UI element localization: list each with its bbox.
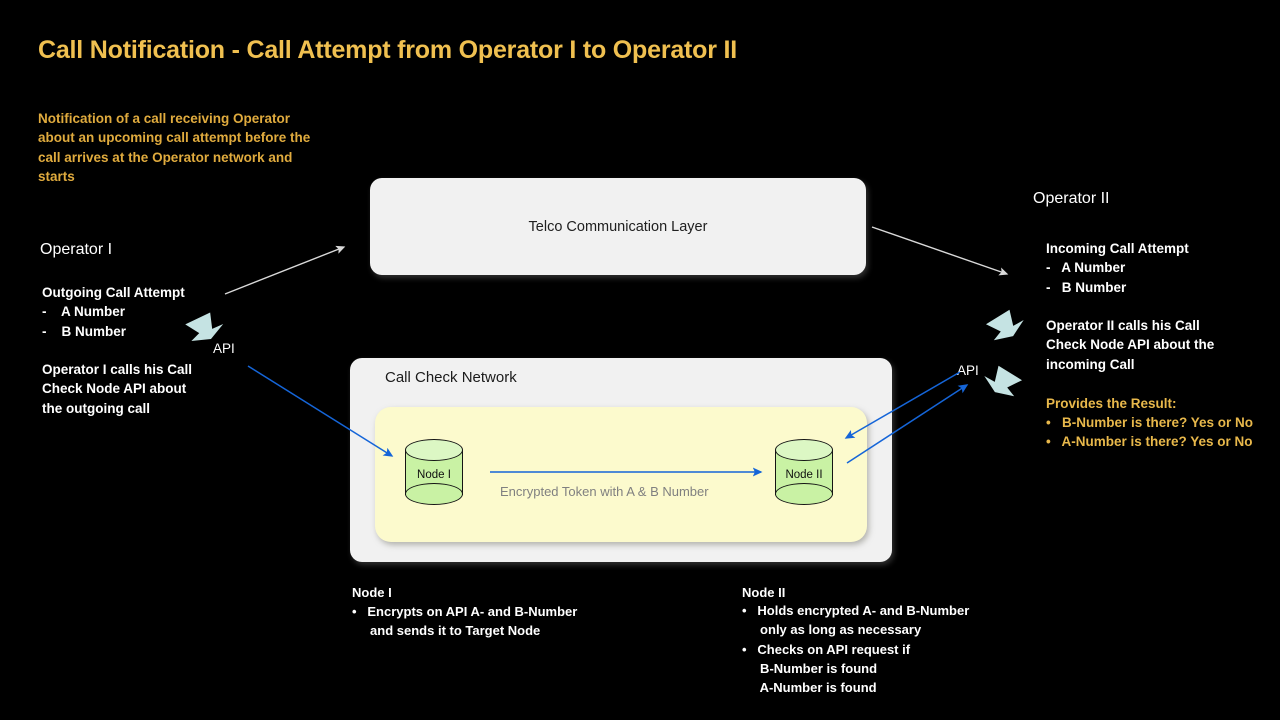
page-title: Call Notification - Call Attempt from Op…: [38, 36, 738, 64]
operator-two-api-description: Operator II calls his Call Check Node AP…: [1046, 318, 1215, 372]
node-two-caption-body: • Holds encrypted A- and B-Number only a…: [742, 603, 970, 696]
telco-communication-layer-box[interactable]: Telco Communication Layer: [370, 178, 866, 275]
telco-layer-label: Telco Communication Layer: [528, 218, 708, 235]
node-one-label: Node I: [417, 469, 451, 481]
encrypted-token-label: Encrypted Token with A & B Number: [500, 484, 709, 499]
chevron-arrow-right-lower: [984, 365, 1023, 397]
arrow-telco-to-operator-two: [871, 226, 1009, 276]
operator-one-api-description: Operator I calls his Call Check Node API…: [42, 362, 193, 416]
provides-result-list: • B-Number is there? Yes or No • A-Numbe…: [1046, 415, 1254, 450]
node-two-caption-title: Node II: [742, 585, 786, 600]
provides-result-heading: Provides the Result:: [1046, 396, 1177, 411]
node-two-label: Node II: [785, 469, 823, 481]
cylinder-top-ellipse: [405, 439, 463, 461]
cylinder-bottom-ellipse: [405, 483, 463, 505]
cylinder-bottom-ellipse: [775, 483, 833, 505]
subtitle-text: Notification of a call receiving Operato…: [38, 111, 311, 184]
node-one-caption-title: Node I: [352, 585, 392, 600]
operator-one-call-attempt: Outgoing Call Attempt - A Number - B Num…: [42, 285, 185, 339]
node-one-cylinder[interactable]: Node I: [405, 439, 465, 507]
operator-one-heading: Operator I: [40, 241, 113, 258]
api-label-left: API: [213, 341, 235, 356]
api-label-right: API: [957, 363, 979, 378]
node-one-caption-body: • Encrypts on API A- and B-Number and se…: [352, 604, 578, 639]
node-two-cylinder[interactable]: Node II: [775, 439, 835, 507]
cylinder-top-ellipse: [775, 439, 833, 461]
chevron-arrow-right-upper: [985, 309, 1024, 341]
arrow-operator-one-to-telco: [224, 245, 346, 295]
operator-two-heading: Operator II: [1033, 190, 1110, 207]
operator-two-call-attempt: Incoming Call Attempt - A Number - B Num…: [1046, 241, 1189, 295]
call-check-network-title: Call Check Network: [385, 369, 517, 386]
